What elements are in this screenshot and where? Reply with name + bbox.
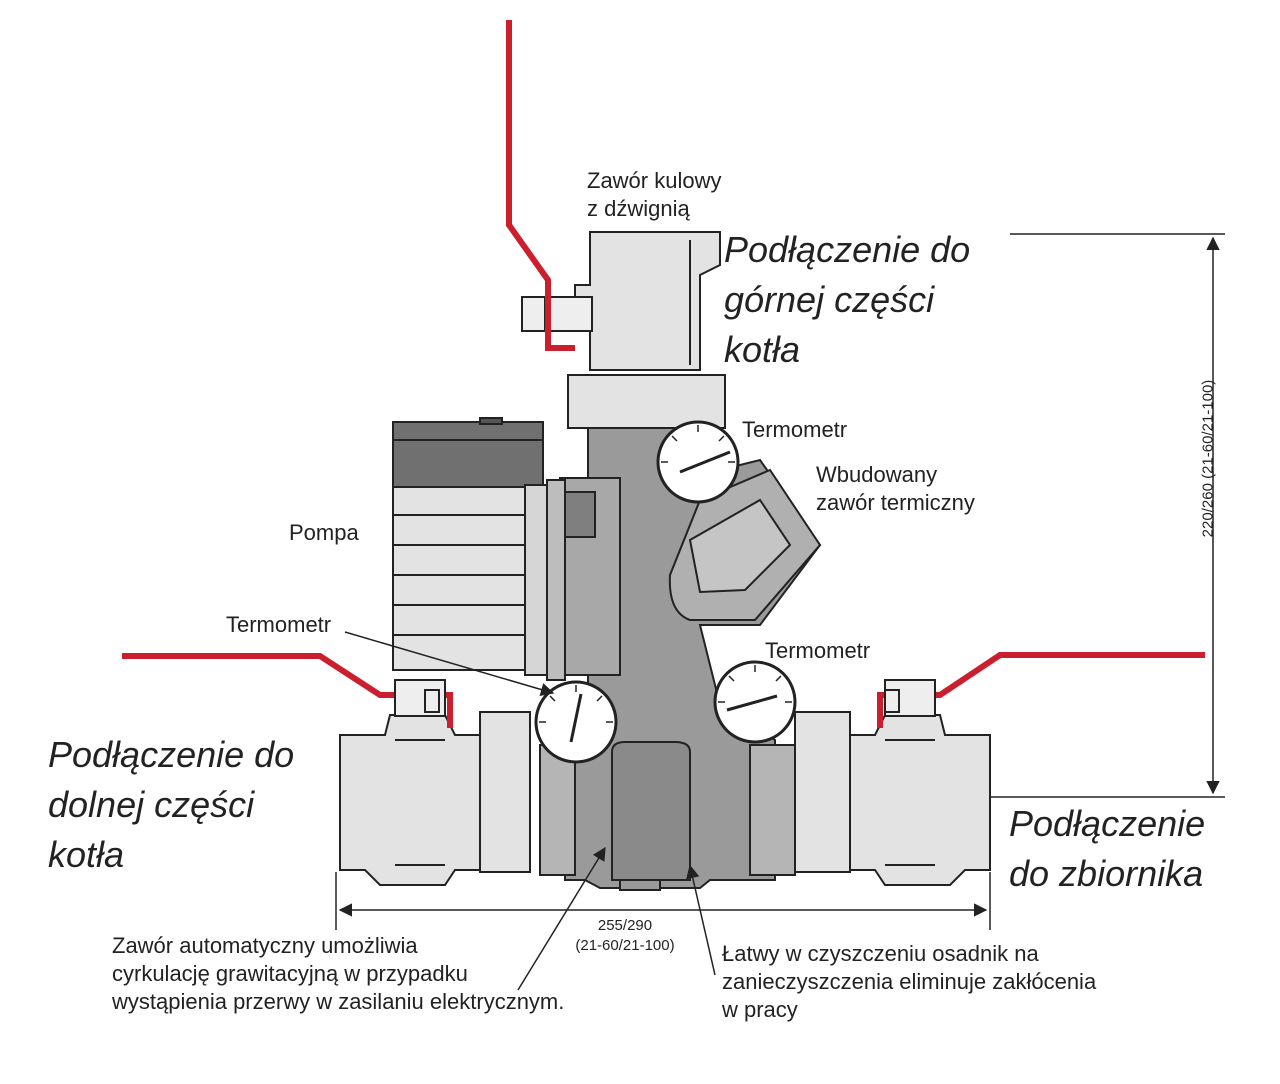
auto-valve-label: Zawór automatyczny umożliwia cyrkulację …: [112, 933, 565, 1014]
lower-valve-stems: [394, 679, 936, 717]
thermometer-right-label: Termometr: [765, 638, 871, 663]
thermal-valve-label: Wbudowany zawór termiczny: [816, 462, 975, 515]
width-dimension-line: [335, 872, 991, 930]
pump-motor: [392, 417, 566, 681]
sediment-trap-label: Łatwy w czyszczeniu osadnik na zanieczys…: [722, 941, 1097, 1022]
height-dimension-line: [990, 233, 1225, 798]
thermometer-top-label: Termometr: [742, 417, 848, 442]
left-lever: [122, 653, 453, 728]
red-levers: [122, 20, 1205, 728]
left-pipe-fitting: [339, 711, 531, 886]
top-connection-label: Podłączenie do górnej części kotła: [724, 229, 971, 370]
ball-valve-label: Zawór kulowy z dźwignią: [587, 168, 722, 221]
height-dimension-label: 220/260 (21-60/21-100): [1199, 379, 1217, 538]
ball-valve-stem: [521, 296, 593, 332]
bottom-connection-label: Podłączenie do dolnej części kotła: [48, 734, 295, 875]
upper-fitting: [567, 231, 726, 429]
tank-connection-label: Podłączenie do zbiornika: [1009, 803, 1206, 894]
thermometer-top-gauge: [656, 420, 740, 504]
right-pipe-fitting: [794, 711, 991, 886]
width-dimension-label: 255/290 (21-60/21-100): [575, 917, 675, 954]
thermometer-left-gauge: [534, 680, 618, 764]
thermometer-right-gauge: [713, 660, 797, 744]
thermometer-left-label: Termometr: [226, 612, 332, 637]
thermal-valve: [668, 468, 822, 621]
right-lever: [877, 652, 1205, 728]
leader-lines: [344, 631, 716, 991]
pump-label: Pompa: [289, 520, 359, 545]
upper-lever: [506, 20, 575, 351]
